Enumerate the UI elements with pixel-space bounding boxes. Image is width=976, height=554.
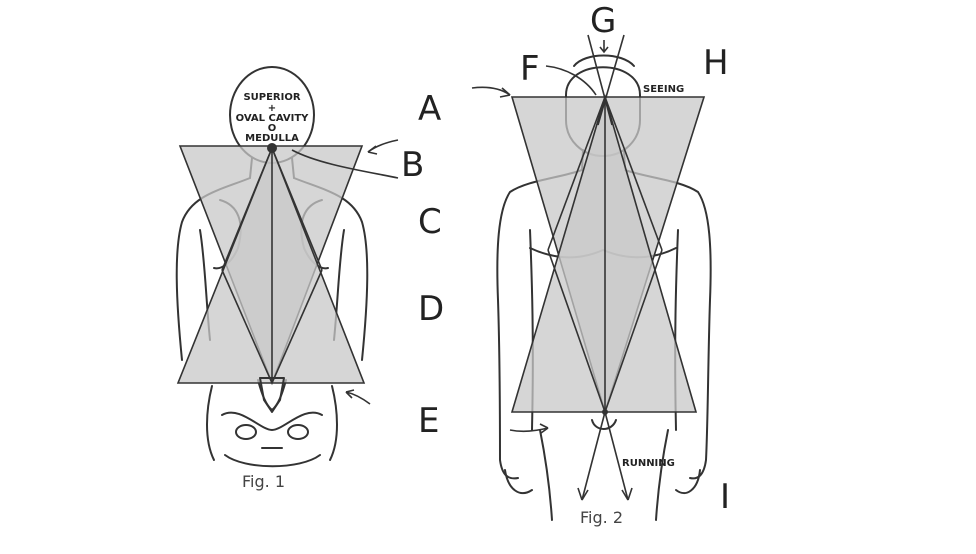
fig2-arrow-a: [471, 86, 511, 96]
label-medulla: MEDULLA: [245, 133, 299, 144]
letter-e: E: [418, 401, 439, 441]
fig1-arrow-bottom: [345, 391, 371, 405]
letter-b: B: [401, 145, 424, 185]
fig1-arrow-b: [291, 149, 399, 179]
letter-i: I: [720, 477, 730, 517]
fig1-upright-triangle: [176, 145, 366, 384]
letter-f: F: [520, 49, 540, 89]
letter-c: C: [418, 202, 442, 242]
label-oval-cavity: OVAL CAVITY: [236, 113, 310, 124]
label-o: O: [268, 123, 277, 134]
letter-g: G: [590, 1, 616, 41]
letter-h: H: [703, 43, 729, 83]
fig2-arrow-e: [509, 427, 549, 433]
fig1-sacrum: [259, 377, 285, 413]
fig2-run-arrow-right: [621, 487, 633, 501]
figure-2: SEEING RUNNING Fig. 2: [471, 34, 712, 527]
fig2-caption: Fig. 2: [580, 508, 623, 527]
letter-labels: A B C D E F G H I: [401, 1, 730, 517]
label-plus: +: [268, 103, 276, 114]
fig1-medulla-point: [267, 143, 277, 153]
letter-a: A: [418, 89, 441, 129]
fig1-internal-lines: [221, 147, 323, 384]
label-running: RUNNING: [622, 458, 675, 469]
fig2-arrow-g: [599, 40, 609, 54]
label-superior: SUPERIOR: [243, 92, 300, 103]
fig1-caption: Fig. 1: [242, 472, 285, 491]
fig2-arrow-f: [545, 65, 597, 96]
figure-1: SUPERIOR + OVAL CAVITY O MEDULLA − Fig. …: [175, 66, 399, 491]
fig2-base-point: [602, 409, 608, 415]
fig2-internal-lines: [547, 34, 663, 501]
letter-d: D: [418, 289, 444, 329]
fig1-arrow-top: [367, 139, 399, 153]
label-seeing: SEEING: [643, 84, 684, 95]
fig2-run-arrow-left: [577, 487, 589, 501]
